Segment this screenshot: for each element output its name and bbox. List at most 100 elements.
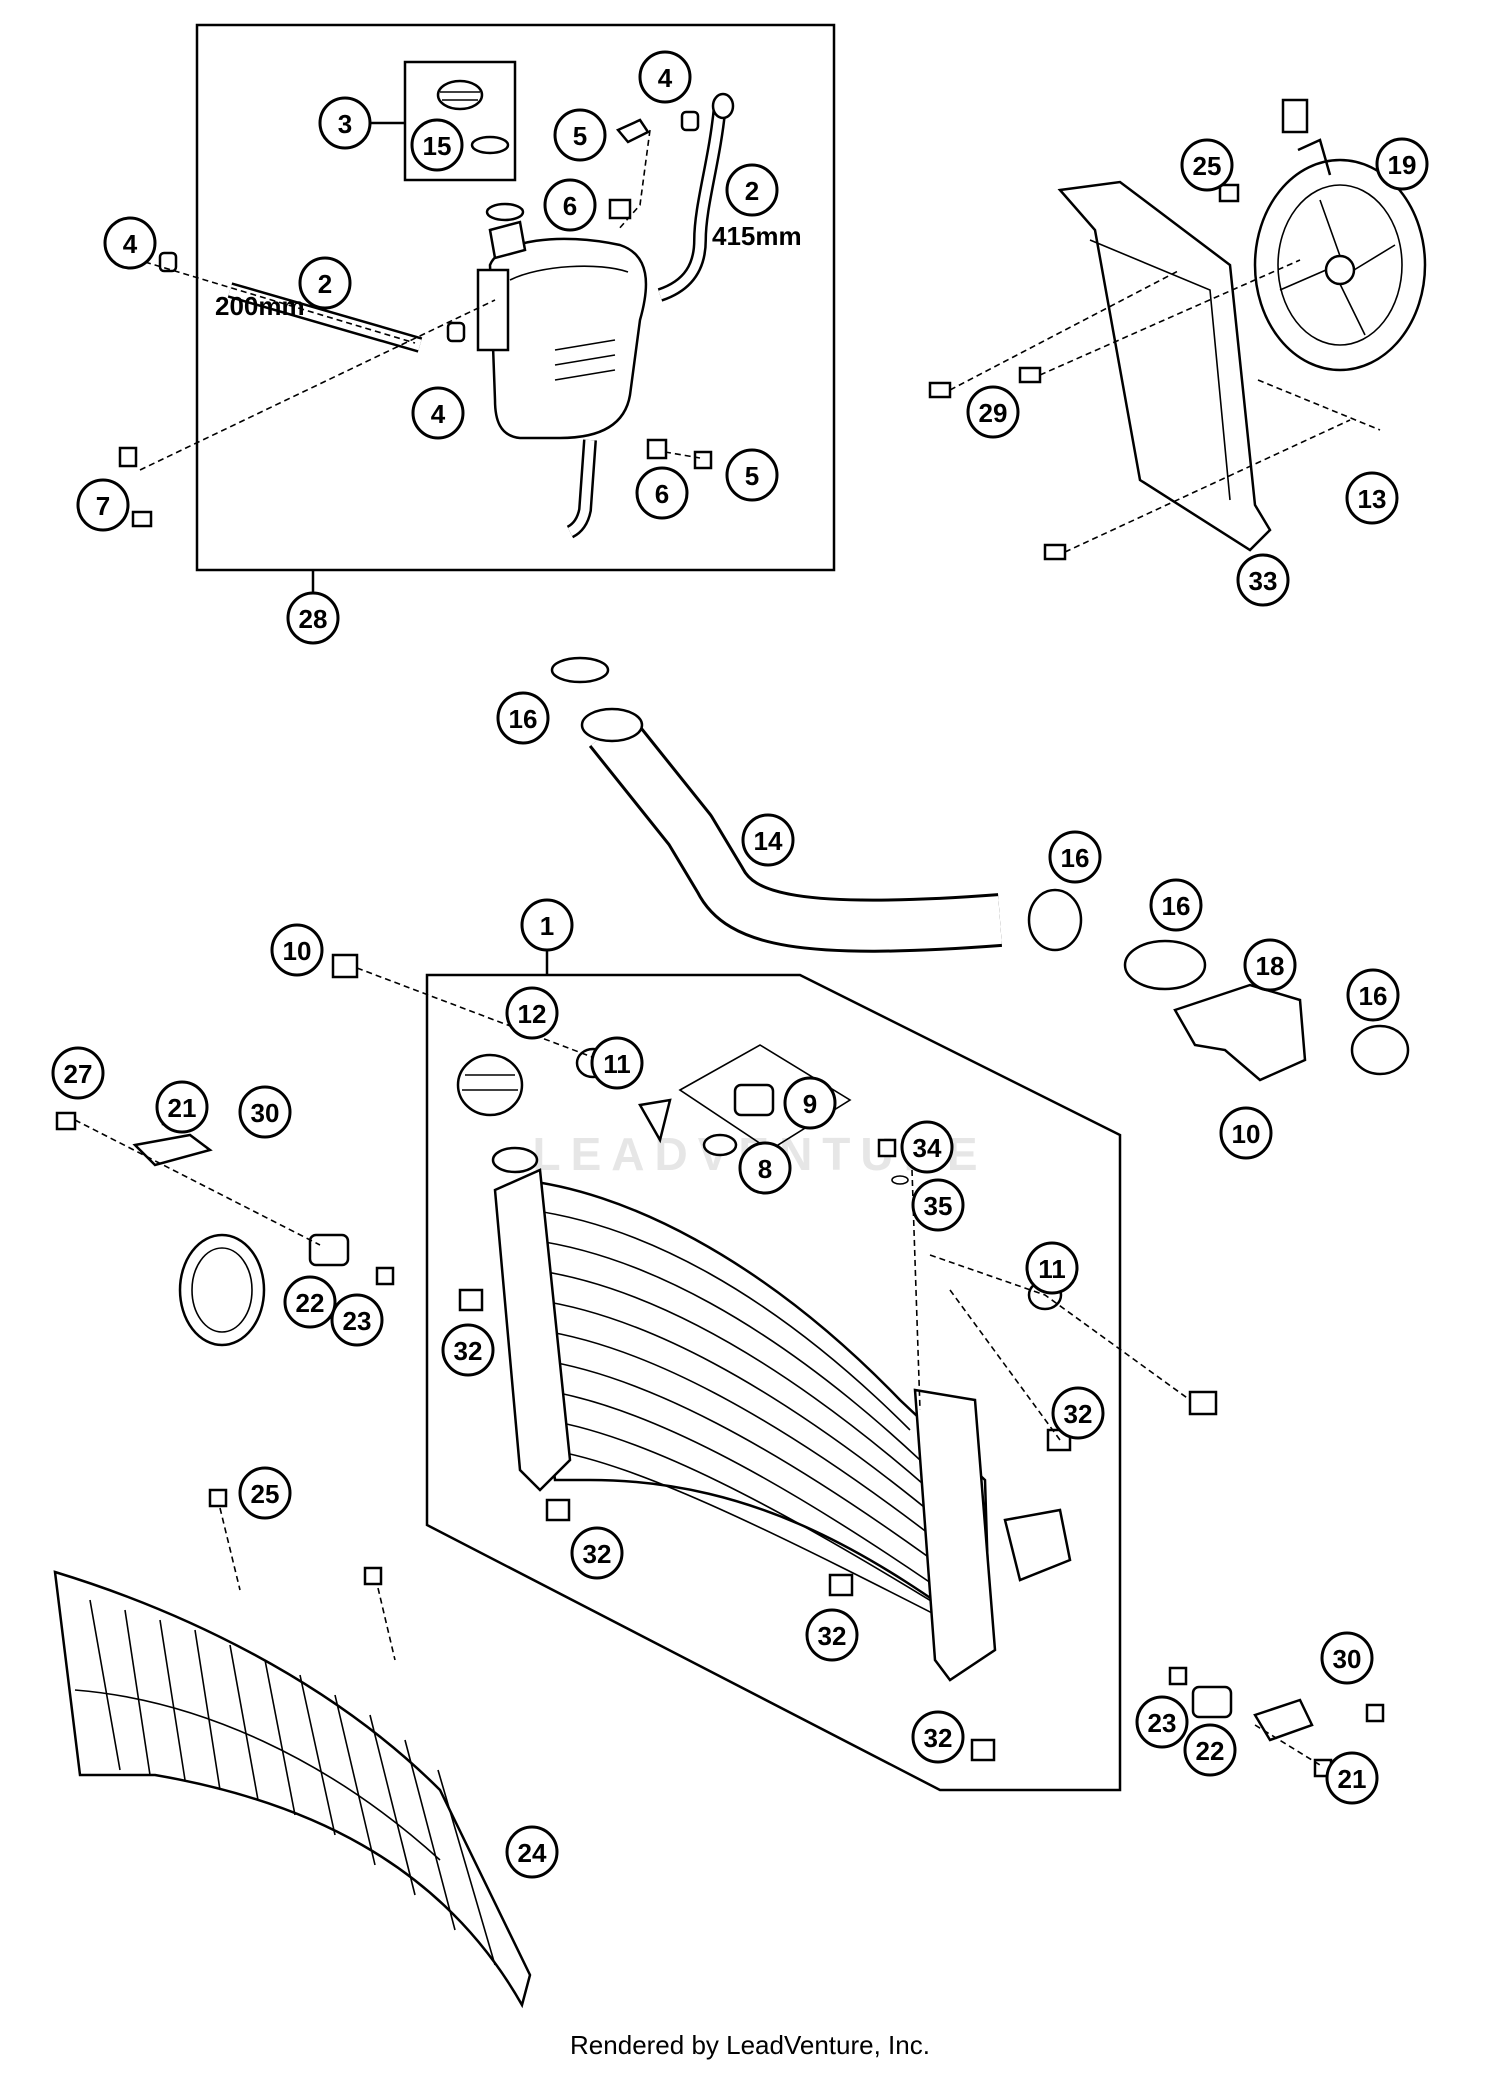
callout-label: 3 bbox=[338, 109, 352, 139]
callout-circle bbox=[1346, 968, 1400, 1022]
outlet-pipe bbox=[1003, 1508, 1072, 1582]
tank-filler-neck bbox=[488, 220, 527, 260]
fitting bbox=[693, 450, 713, 470]
assembly-frame bbox=[195, 23, 836, 572]
rubber-mount bbox=[308, 1233, 350, 1267]
callout-21: 21 bbox=[155, 1080, 209, 1134]
horn-assembly bbox=[55, 1106, 395, 1347]
callout-circle bbox=[638, 50, 692, 104]
callout-circle bbox=[76, 478, 130, 532]
callout-label: 30 bbox=[1333, 1644, 1362, 1674]
callout-label: 32 bbox=[818, 1621, 847, 1651]
callout-circle bbox=[520, 898, 574, 952]
elbow-pipe bbox=[1173, 983, 1307, 1082]
callout-circle bbox=[103, 216, 157, 270]
callout-circle bbox=[900, 1120, 954, 1174]
callout-circle bbox=[505, 986, 559, 1040]
callout-circle bbox=[1051, 1386, 1105, 1440]
callout-label: 19 bbox=[1388, 150, 1417, 180]
callout-label: 23 bbox=[343, 1306, 372, 1336]
callout-32: 32 bbox=[1051, 1386, 1105, 1440]
callout-circle bbox=[783, 1076, 837, 1130]
hose-clamp bbox=[446, 321, 466, 343]
callout-32: 32 bbox=[911, 1710, 965, 1764]
hose-clamp bbox=[550, 656, 610, 684]
callout-label: 4 bbox=[658, 63, 673, 93]
callout-32: 32 bbox=[570, 1526, 624, 1580]
callout-circle bbox=[1048, 830, 1102, 884]
dimension-415mm: 415mm bbox=[712, 221, 802, 251]
callout-24: 24 bbox=[505, 1825, 559, 1879]
hose-clamp bbox=[158, 251, 178, 273]
callout-label: 6 bbox=[563, 191, 577, 221]
callout-circle bbox=[298, 256, 352, 310]
callout-33: 33 bbox=[1236, 553, 1290, 607]
horn-bracket bbox=[132, 1133, 213, 1167]
callout-label: 22 bbox=[296, 1288, 325, 1318]
callout-label: 7 bbox=[96, 491, 110, 521]
callout-circle bbox=[725, 448, 779, 502]
callout-circle bbox=[1025, 1241, 1079, 1295]
radiator-guard bbox=[53, 1488, 532, 2009]
radiator-cap bbox=[456, 1053, 524, 1117]
expansion-tank-assembly bbox=[118, 23, 836, 595]
callout-label: 32 bbox=[1064, 1399, 1093, 1429]
callout-label: 8 bbox=[758, 1154, 772, 1184]
callout-label: 34 bbox=[913, 1133, 942, 1163]
nut bbox=[1168, 1666, 1188, 1686]
callout-circle bbox=[238, 1085, 292, 1139]
callout-circle bbox=[51, 1046, 105, 1100]
callout-circle bbox=[496, 691, 550, 745]
callout-circle bbox=[1243, 938, 1297, 992]
callout-4: 4 bbox=[103, 216, 157, 270]
radiator-frame bbox=[425, 973, 1122, 1792]
callout-circle bbox=[1236, 553, 1290, 607]
callout-circle bbox=[1325, 1751, 1379, 1805]
callout-13: 13 bbox=[1345, 471, 1399, 525]
callout-circle bbox=[283, 1275, 337, 1329]
callout-label: 32 bbox=[454, 1336, 483, 1366]
callout-label: 5 bbox=[745, 461, 759, 491]
radiator-left-tank bbox=[493, 1168, 572, 1492]
callout-10: 10 bbox=[270, 923, 324, 977]
callout-30: 30 bbox=[238, 1085, 292, 1139]
callout-circle bbox=[155, 1080, 209, 1134]
callout-23: 23 bbox=[1135, 1695, 1189, 1749]
spring-clip bbox=[545, 1498, 571, 1522]
callout-11: 11 bbox=[1025, 1241, 1079, 1295]
temperature-sensor bbox=[733, 1083, 775, 1117]
screw bbox=[1218, 183, 1240, 203]
callout-3: 3 bbox=[318, 96, 372, 150]
spring-clip bbox=[970, 1738, 996, 1762]
sensor-o-ring bbox=[702, 1133, 738, 1157]
callout-circle bbox=[1345, 471, 1399, 525]
rubber-mount bbox=[1191, 1685, 1233, 1719]
callout-9: 9 bbox=[783, 1076, 837, 1130]
clip bbox=[131, 510, 153, 528]
hose-clamp bbox=[1350, 1024, 1410, 1076]
callout-label: 16 bbox=[1359, 981, 1388, 1011]
callout-label: 24 bbox=[518, 1838, 547, 1868]
callout-label: 4 bbox=[123, 229, 138, 259]
callout-16: 16 bbox=[1048, 830, 1102, 884]
callout-label: 13 bbox=[1358, 484, 1387, 514]
callout-32: 32 bbox=[441, 1323, 495, 1377]
callout-4: 4 bbox=[638, 50, 692, 104]
callout-11: 11 bbox=[590, 1036, 644, 1090]
callout-label: 16 bbox=[1061, 843, 1090, 873]
callout-label: 28 bbox=[299, 604, 328, 634]
callout-34: 34 bbox=[900, 1120, 954, 1174]
callout-circle bbox=[286, 591, 340, 645]
callout-label: 21 bbox=[1338, 1764, 1367, 1794]
callout-circle bbox=[441, 1323, 495, 1377]
callout-4: 4 bbox=[411, 386, 465, 440]
callout-circle bbox=[270, 923, 324, 977]
callout-22: 22 bbox=[283, 1275, 337, 1329]
callout-circle bbox=[1149, 878, 1203, 932]
callout-circle bbox=[543, 178, 597, 232]
hose-clamp bbox=[680, 110, 700, 132]
callout-circle bbox=[911, 1178, 965, 1232]
hose-clamp bbox=[1123, 939, 1207, 991]
bolt bbox=[331, 953, 359, 979]
fan-assembly bbox=[928, 98, 1427, 561]
